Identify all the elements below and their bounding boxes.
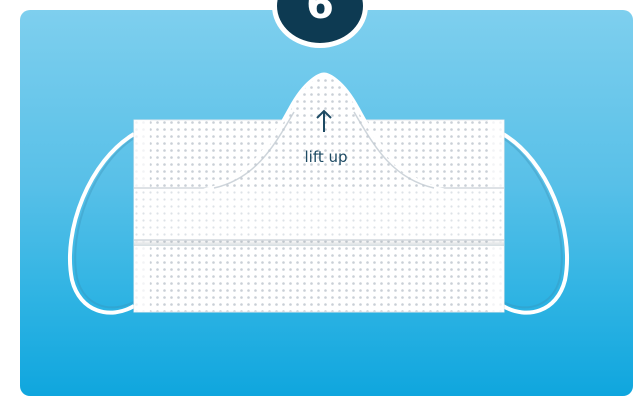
up-arrow-icon — [314, 108, 334, 134]
step-number: 6 — [306, 0, 334, 25]
mask-pleat — [134, 188, 504, 240]
lift-up-label: lift up — [296, 148, 356, 166]
